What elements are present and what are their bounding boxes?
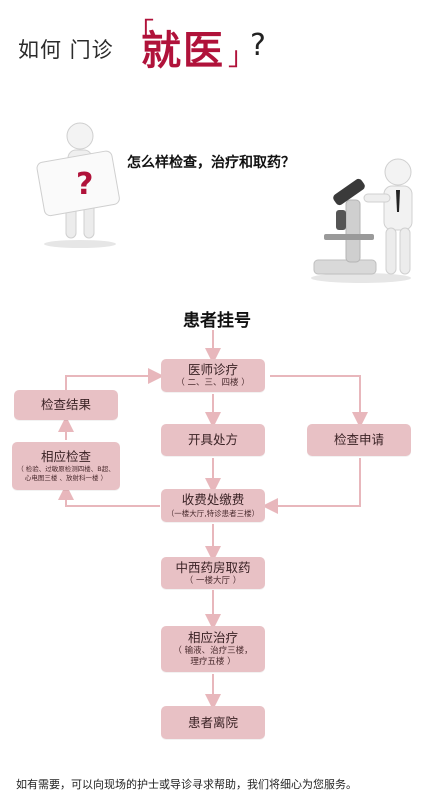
- step-exam-label: 相应检查: [40, 449, 91, 464]
- step-prescription-label: 开具处方: [187, 432, 238, 447]
- question-mark-icon: ?: [76, 167, 93, 202]
- step-apply: 检查申请: [307, 424, 411, 456]
- step-leave: 患者离院: [161, 706, 265, 739]
- step-doctor: 医师诊疗 （ 二、三、四楼 ）: [161, 359, 265, 392]
- flow-title: 患者挂号: [183, 311, 251, 331]
- step-treatment-detail-1: （ 输液、治疗三楼，: [173, 646, 253, 656]
- step-payment-detail: （一楼大厅,特诊患者三楼）: [166, 509, 260, 518]
- step-treatment-detail-2: 理疗五楼 ）: [190, 657, 236, 667]
- step-treatment: 相应治疗 （ 输液、治疗三楼， 理疗五楼 ）: [161, 626, 265, 672]
- step-leave-label: 患者离院: [187, 714, 238, 730]
- title-prefix: 如何 门诊: [18, 38, 114, 62]
- step-pharmacy-detail: （ 一楼大厅 ）: [184, 575, 242, 586]
- step-exam: 相应检查 （ 检验、过敏原检测四楼、B超、 心电图三楼 、放射科一楼 ）: [12, 442, 120, 490]
- step-pharmacy-label: 中西药房取药: [175, 559, 251, 575]
- title-highlight: 就医: [141, 28, 225, 74]
- title-question-mark: ?: [250, 28, 266, 63]
- step-payment: 收费处缴费 （一楼大厅,特诊患者三楼）: [161, 489, 265, 522]
- step-doctor-detail: （ 二、三、四楼 ）: [176, 378, 250, 388]
- person-holding-sign-illustration: ?: [36, 122, 120, 248]
- step-result-label: 检查结果: [40, 397, 91, 412]
- step-exam-detail-1: （ 检验、过敏原检测四楼、B超、: [17, 465, 115, 473]
- footer-note: 如有需要，可以向现场的护士或导诊寻求帮助，我们将细心为您服务。: [16, 778, 357, 791]
- step-payment-label: 收费处缴费: [181, 492, 245, 507]
- step-result: 检查结果: [14, 390, 118, 420]
- step-exam-detail-2: 心电图三楼 、放射科一楼 ）: [24, 474, 108, 482]
- step-doctor-label: 医师诊疗: [187, 362, 238, 377]
- step-apply-label: 检查申请: [333, 432, 384, 447]
- title-bracket-close: 」: [228, 42, 255, 72]
- title-bracket-open: 「: [128, 18, 155, 48]
- doctor-microscope-illustration: [311, 158, 413, 283]
- step-prescription: 开具处方: [161, 424, 265, 456]
- step-treatment-label: 相应治疗: [187, 630, 238, 645]
- question-text: 怎么样检查，治疗和取药？: [127, 155, 295, 171]
- step-pharmacy: 中西药房取药 （ 一楼大厅 ）: [161, 557, 265, 589]
